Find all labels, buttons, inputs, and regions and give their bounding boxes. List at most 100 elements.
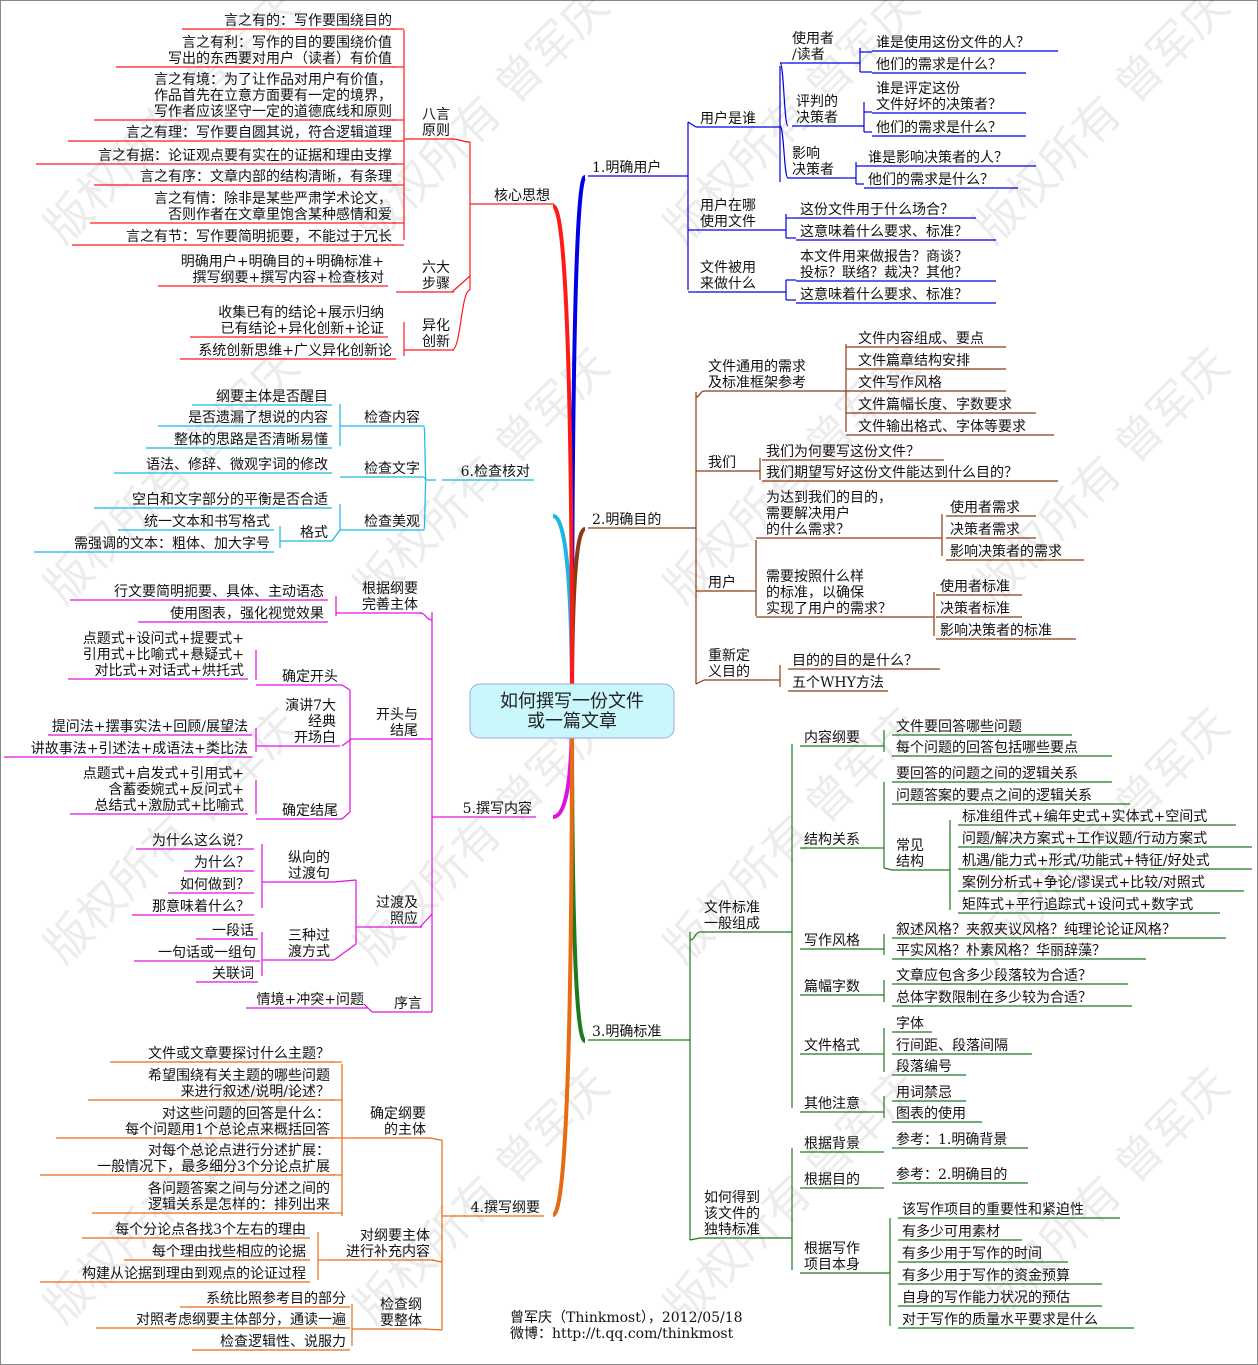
node-label[interactable]: 语法、修辞、微观字词的修改 — [146, 457, 328, 473]
node-label[interactable]: 评判的 — [796, 94, 838, 110]
node-label[interactable]: 他们的需求是什么？ — [868, 172, 994, 188]
node-label[interactable]: 决策者标准 — [940, 600, 1010, 617]
node-label[interactable]: 系统创新思维+广义异化创新论 — [198, 343, 392, 359]
node-label[interactable]: 实现了用户的需求？ — [766, 600, 892, 617]
node-label[interactable]: 确定结尾 — [282, 803, 338, 819]
node-label[interactable]: 检查美观 — [364, 514, 420, 530]
node-label[interactable]: 空白和文字部分的平衡是否合适 — [132, 492, 328, 508]
node-label[interactable]: 如何做到？ — [180, 877, 250, 893]
node-label[interactable]: 情境+冲突+问题 — [257, 992, 364, 1008]
node-label[interactable]: 文件篇章结构安排 — [858, 352, 970, 369]
node-label[interactable]: 矩阵式+平行追踪式+设问式+数字式 — [962, 897, 1193, 913]
node-label[interactable]: 言之有序：文章内部的结构清晰，有条理 — [140, 168, 392, 185]
node-label[interactable]: 言之有理：写作要自圆其说，符合逻辑道理 — [126, 125, 392, 141]
node-label[interactable]: 这意味着什么要求、标准？ — [800, 286, 968, 303]
branch-label[interactable]: 3.明确标准 — [592, 1024, 661, 1040]
node-label[interactable]: 照应 — [390, 910, 418, 927]
node-label[interactable]: 各问题答案之间与分述之间的 — [148, 1180, 330, 1197]
node-label[interactable]: 言之有利：写作的目的要围绕价值 — [182, 35, 392, 51]
node-label[interactable]: 用词禁忌 — [896, 1085, 952, 1101]
node-label[interactable]: 检查文字 — [364, 461, 420, 477]
node-label[interactable]: 用户 — [708, 574, 736, 591]
node-label[interactable]: 使用者需求 — [950, 499, 1020, 516]
node-label[interactable]: 撰写纲要+撰写内容+检查核对 — [193, 269, 384, 286]
node-label[interactable]: 这份文件用于什么场合？ — [800, 201, 954, 218]
node-label[interactable]: 引用式+比喻式+悬疑式+ — [83, 647, 244, 663]
node-label[interactable]: 该写作项目的重要性和紧迫性 — [902, 1202, 1084, 1218]
node-label[interactable]: 文件篇幅长度、字数要求 — [858, 397, 1012, 413]
node-label[interactable]: 一般组成 — [704, 916, 760, 932]
node-label[interactable]: 案例分析式+争论/谬误式+比较/对照式 — [962, 874, 1205, 891]
node-label[interactable]: 六大 — [422, 260, 450, 276]
node-label[interactable]: 平实风格？朴素风格？华丽辞藻？ — [896, 943, 1106, 959]
node-label[interactable]: 是否遗漏了想说的内容 — [188, 409, 328, 426]
node-label[interactable]: 关联词 — [212, 966, 254, 982]
node-label[interactable]: 明确用户+明确目的+明确标准+ — [181, 253, 384, 270]
node-label[interactable]: 内容纲要 — [804, 729, 860, 746]
node-label[interactable]: 确定开头 — [282, 669, 338, 685]
node-label[interactable]: 要整体 — [380, 1313, 422, 1329]
node-label[interactable]: 其他注意 — [804, 1095, 860, 1112]
node-label[interactable]: 写作风格 — [804, 933, 860, 949]
node-label[interactable]: 总结式+激励式+比喻式 — [95, 797, 244, 814]
node-label[interactable]: 收集已有的结论+展示归纳 — [218, 304, 384, 321]
node-label[interactable]: 进行补充内容 — [346, 1243, 430, 1260]
node-label[interactable]: 文件或文章要探讨什么主题？ — [148, 1045, 330, 1062]
node-label[interactable]: 为什么这么说？ — [152, 832, 250, 849]
node-label[interactable]: 根据目的 — [804, 1172, 860, 1188]
root-node-box[interactable] — [469, 683, 675, 739]
node-label[interactable]: 提问法+摆事实法+回顾/展望法 — [52, 719, 248, 735]
node-label[interactable]: 他们的需求是什么？ — [876, 120, 1002, 136]
node-label[interactable]: 言之有境：为了让作品对用户有价值， — [154, 71, 392, 88]
node-label[interactable]: 本文件用来做报告？商谈？ — [800, 249, 968, 265]
node-label[interactable]: 对纲要主体 — [360, 1228, 430, 1244]
node-label[interactable]: 重新定 — [708, 648, 750, 664]
node-label[interactable]: 来进行叙述/说明/论述？ — [181, 1083, 330, 1100]
node-label[interactable]: 篇幅字数 — [804, 979, 860, 995]
node-label[interactable]: 谁是使用这份文件的人？ — [876, 34, 1030, 51]
node-label[interactable]: 影响决策者的需求 — [950, 543, 1062, 560]
node-label[interactable]: 对于写作的质量水平要求是什么 — [902, 1312, 1098, 1328]
node-label[interactable]: 使用者标准 — [940, 578, 1010, 595]
node-label[interactable]: 文件内容组成、要点 — [858, 330, 984, 347]
node-label[interactable]: 机遇/能力式+形式/功能式+特征/好处式 — [962, 853, 1210, 869]
node-label[interactable]: 根据写作 — [804, 1241, 860, 1257]
node-label[interactable]: 目的的目的是什么？ — [792, 653, 918, 669]
node-label[interactable]: 每个问题的回答包括哪些要点 — [896, 739, 1078, 756]
node-label[interactable]: 及标准框架参考 — [708, 374, 806, 391]
node-label[interactable]: 使用者 — [792, 30, 834, 47]
node-label[interactable]: 文件要回答哪些问题 — [896, 718, 1022, 735]
node-label[interactable]: 根据纲要 — [362, 581, 418, 597]
node-label[interactable]: 言之有节：写作要简明扼要，不能过于冗长 — [126, 228, 392, 245]
node-label[interactable]: 有多少用于写作的资金预算 — [902, 1267, 1070, 1284]
node-label[interactable]: 的标准，以确保 — [766, 585, 864, 601]
node-label[interactable]: 使用文件 — [700, 213, 756, 230]
node-label[interactable]: 决策者 — [796, 109, 838, 126]
node-label[interactable]: 讲故事法+引述法+成语法+类比法 — [31, 741, 248, 757]
node-label[interactable]: 含蓄委婉式+反问式+ — [109, 782, 244, 798]
node-label[interactable]: 有多少用于写作的时间 — [902, 1245, 1042, 1262]
node-label[interactable]: 参考：2.明确目的 — [896, 1166, 1007, 1183]
node-label[interactable]: 对每个总论点进行分述扩展： — [148, 1143, 330, 1159]
node-label[interactable]: 整体的思路是否清晰易懂 — [174, 432, 328, 448]
node-label[interactable]: 对比式+对话式+烘托式 — [95, 663, 244, 679]
node-label[interactable]: 需要解决用户 — [766, 505, 850, 522]
node-label[interactable]: 影响决策者的标准 — [940, 622, 1052, 639]
node-label[interactable]: 总体字数限制在多少较为合适？ — [896, 989, 1092, 1006]
node-label[interactable]: 言之有的：写作要围绕目的 — [224, 13, 392, 29]
node-label[interactable]: 系统比照参考目的部分 — [206, 1290, 346, 1307]
node-label[interactable]: 用户是谁 — [700, 110, 756, 127]
node-label[interactable]: 八言 — [422, 107, 450, 123]
node-label[interactable]: 作品首先在立意方面要有一定的境界， — [154, 87, 392, 104]
node-label[interactable]: 结构关系 — [804, 832, 860, 848]
node-label[interactable]: 逻辑关系是怎样的：排列出来 — [148, 1197, 330, 1213]
node-label[interactable]: 影响 — [792, 146, 820, 162]
node-label[interactable]: 对这些问题的回答是什么： — [162, 1105, 330, 1122]
node-label[interactable]: 希望围绕有关主题的哪些问题 — [148, 1068, 330, 1084]
branch-label[interactable]: 1.明确用户 — [592, 159, 661, 176]
node-label[interactable]: 有多少可用素材 — [902, 1223, 1000, 1240]
node-label[interactable]: 根据背景 — [804, 1136, 860, 1152]
node-label[interactable]: 点题式+设问式+提要式+ — [83, 631, 244, 647]
node-label[interactable]: 五个WHY方法 — [792, 675, 884, 691]
node-label[interactable]: 一段话 — [212, 923, 254, 939]
